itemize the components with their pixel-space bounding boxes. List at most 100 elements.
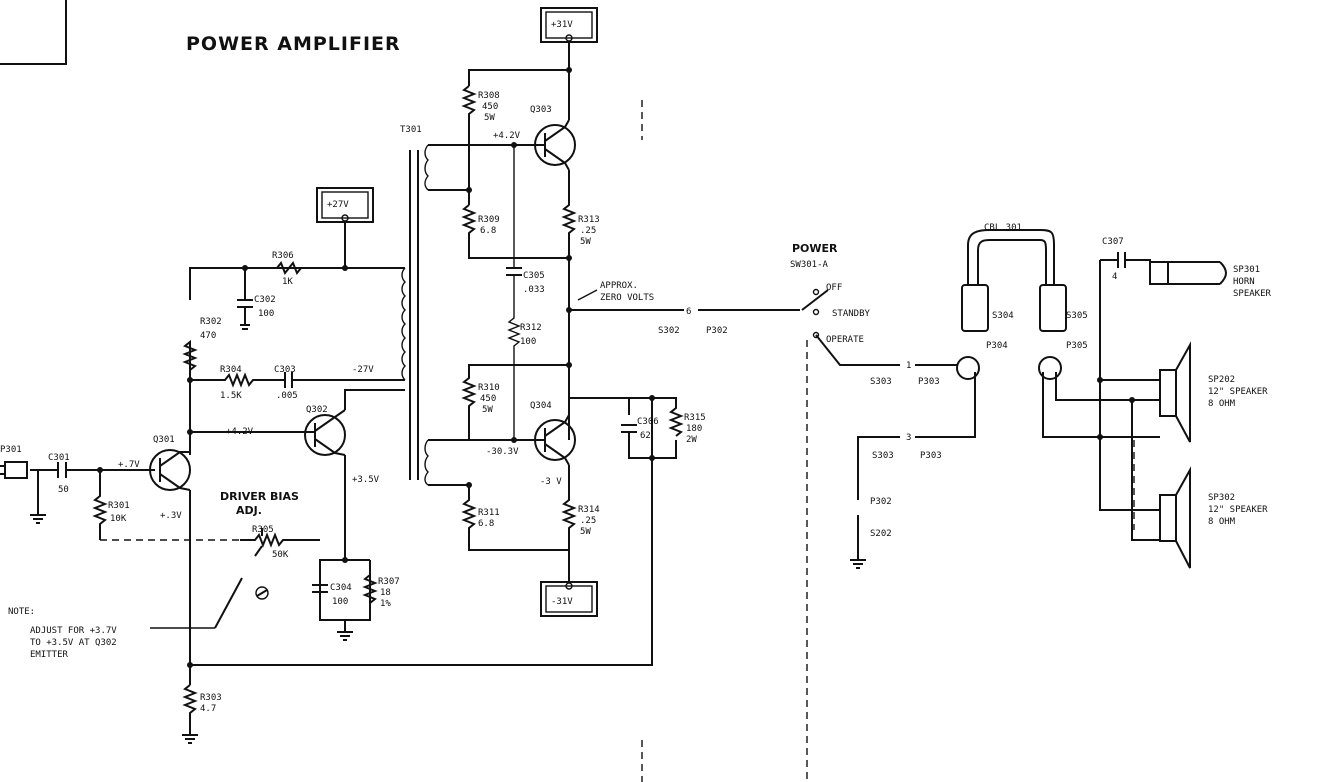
svg-text:1K: 1K bbox=[282, 277, 293, 287]
svg-text:+.7V: +.7V bbox=[118, 460, 140, 470]
svg-text:4.7: 4.7 bbox=[200, 704, 216, 714]
svg-text:8 OHM: 8 OHM bbox=[1208, 399, 1236, 409]
svg-text:5W: 5W bbox=[482, 405, 493, 415]
transistor-q301 bbox=[149, 449, 191, 491]
svg-text:C301: C301 bbox=[48, 453, 70, 463]
svg-text:P302: P302 bbox=[870, 497, 892, 507]
svg-text:C305: C305 bbox=[523, 271, 545, 281]
svg-text:1: 1 bbox=[906, 361, 911, 371]
svg-text:P305: P305 bbox=[1066, 341, 1088, 351]
labels: T301 R308 450 5W Q303 +4.2V R309 6.8 R31… bbox=[0, 91, 1272, 714]
svg-text:10K: 10K bbox=[110, 514, 127, 524]
svg-text:S202: S202 bbox=[870, 529, 892, 539]
svg-text:OFF: OFF bbox=[826, 283, 842, 293]
svg-text:18: 18 bbox=[380, 588, 391, 598]
svg-text:SW301-A: SW301-A bbox=[790, 260, 829, 270]
svg-text:TO +3.5V AT Q302: TO +3.5V AT Q302 bbox=[30, 638, 117, 648]
speaker-sp302 bbox=[1159, 466, 1191, 569]
svg-text:R308: R308 bbox=[478, 91, 500, 101]
svg-text:Q304: Q304 bbox=[530, 401, 552, 411]
svg-text:R313: R313 bbox=[578, 215, 600, 225]
svg-text:R304: R304 bbox=[220, 365, 242, 375]
svg-text:.033: .033 bbox=[523, 285, 545, 295]
svg-text:NOTE:: NOTE: bbox=[8, 607, 35, 617]
svg-text:100: 100 bbox=[332, 597, 348, 607]
wiring bbox=[0, 42, 1160, 744]
svg-text:1%: 1% bbox=[380, 599, 391, 609]
svg-text:ADJ.: ADJ. bbox=[236, 504, 262, 517]
svg-text:APPROX.: APPROX. bbox=[600, 281, 638, 291]
svg-text:-30.3V: -30.3V bbox=[486, 447, 519, 457]
svg-text:+4.2V: +4.2V bbox=[493, 131, 521, 141]
svg-text:6.8: 6.8 bbox=[478, 519, 494, 529]
svg-text:C303: C303 bbox=[274, 365, 296, 375]
svg-text:R314: R314 bbox=[578, 505, 600, 515]
svg-text:R307: R307 bbox=[378, 577, 400, 587]
svg-text:P301: P301 bbox=[0, 445, 22, 455]
svg-text:P303: P303 bbox=[920, 451, 942, 461]
svg-text:SP301: SP301 bbox=[1233, 265, 1260, 275]
svg-text:SPEAKER: SPEAKER bbox=[1233, 289, 1272, 299]
supply-minus31: -31V bbox=[540, 581, 598, 617]
svg-text:C307: C307 bbox=[1102, 237, 1124, 247]
svg-text:Q301: Q301 bbox=[153, 435, 175, 445]
svg-text:100: 100 bbox=[520, 337, 536, 347]
svg-text:470: 470 bbox=[200, 331, 216, 341]
svg-text:50K: 50K bbox=[272, 550, 289, 560]
svg-text:S304: S304 bbox=[992, 311, 1014, 321]
svg-text:50: 50 bbox=[58, 485, 69, 495]
svg-text:C304: C304 bbox=[330, 583, 352, 593]
svg-text:62: 62 bbox=[640, 431, 651, 441]
svg-text:-3 V: -3 V bbox=[540, 477, 562, 487]
svg-text:R312: R312 bbox=[520, 323, 542, 333]
svg-text:DRIVER BIAS: DRIVER BIAS bbox=[220, 490, 299, 503]
svg-text:3: 3 bbox=[906, 433, 911, 443]
svg-text:.25: .25 bbox=[580, 516, 596, 526]
svg-text:ADJUST FOR +3.7V: ADJUST FOR +3.7V bbox=[30, 626, 117, 636]
svg-text:HORN: HORN bbox=[1233, 277, 1255, 287]
svg-text:12" SPEAKER: 12" SPEAKER bbox=[1208, 387, 1268, 397]
svg-text:6: 6 bbox=[686, 307, 691, 317]
t301-label: T301 bbox=[400, 125, 422, 135]
svg-text:P303: P303 bbox=[918, 377, 940, 387]
supply-plus27: +27V bbox=[316, 187, 374, 223]
svg-text:R315: R315 bbox=[684, 413, 706, 423]
svg-text:+27V: +27V bbox=[327, 200, 349, 210]
svg-text:1.5K: 1.5K bbox=[220, 391, 242, 401]
svg-text:C306: C306 bbox=[637, 417, 659, 427]
svg-text:Q302: Q302 bbox=[306, 405, 328, 415]
svg-text:100: 100 bbox=[258, 309, 274, 319]
svg-text:5W: 5W bbox=[580, 237, 591, 247]
svg-text:2W: 2W bbox=[686, 435, 697, 445]
svg-text:-31V: -31V bbox=[551, 597, 573, 607]
svg-text:+31V: +31V bbox=[551, 20, 573, 30]
transistor-q302 bbox=[300, 409, 346, 456]
svg-text:R303: R303 bbox=[200, 693, 222, 703]
svg-text:C302: C302 bbox=[254, 295, 276, 305]
svg-text:R301: R301 bbox=[108, 501, 130, 511]
svg-text:R309: R309 bbox=[478, 215, 500, 225]
svg-text:12" SPEAKER: 12" SPEAKER bbox=[1208, 505, 1268, 515]
svg-text:+3.5V: +3.5V bbox=[352, 475, 380, 485]
svg-text:8 OHM: 8 OHM bbox=[1208, 517, 1236, 527]
svg-text:5W: 5W bbox=[484, 113, 495, 123]
svg-text:S305: S305 bbox=[1066, 311, 1088, 321]
svg-text:+.3V: +.3V bbox=[160, 511, 182, 521]
svg-text:+4.2V: +4.2V bbox=[226, 427, 254, 437]
diagram-title: POWER AMPLIFIER bbox=[186, 33, 401, 55]
svg-text:S302: S302 bbox=[658, 326, 680, 336]
speaker-sp202 bbox=[1159, 341, 1191, 443]
transistor-q303 bbox=[534, 119, 576, 171]
svg-text:R306: R306 bbox=[272, 251, 294, 261]
svg-text:R310: R310 bbox=[478, 383, 500, 393]
horn-speaker-sp301 bbox=[1149, 261, 1227, 285]
svg-text:.25: .25 bbox=[580, 226, 596, 236]
svg-text:180: 180 bbox=[686, 424, 702, 434]
svg-text:5W: 5W bbox=[580, 527, 591, 537]
svg-text:.005: .005 bbox=[276, 391, 298, 401]
supply-plus31: +31V bbox=[540, 7, 598, 43]
svg-text:4: 4 bbox=[1112, 272, 1117, 282]
svg-text:-27V: -27V bbox=[352, 365, 374, 375]
junction-dots bbox=[97, 67, 1135, 668]
